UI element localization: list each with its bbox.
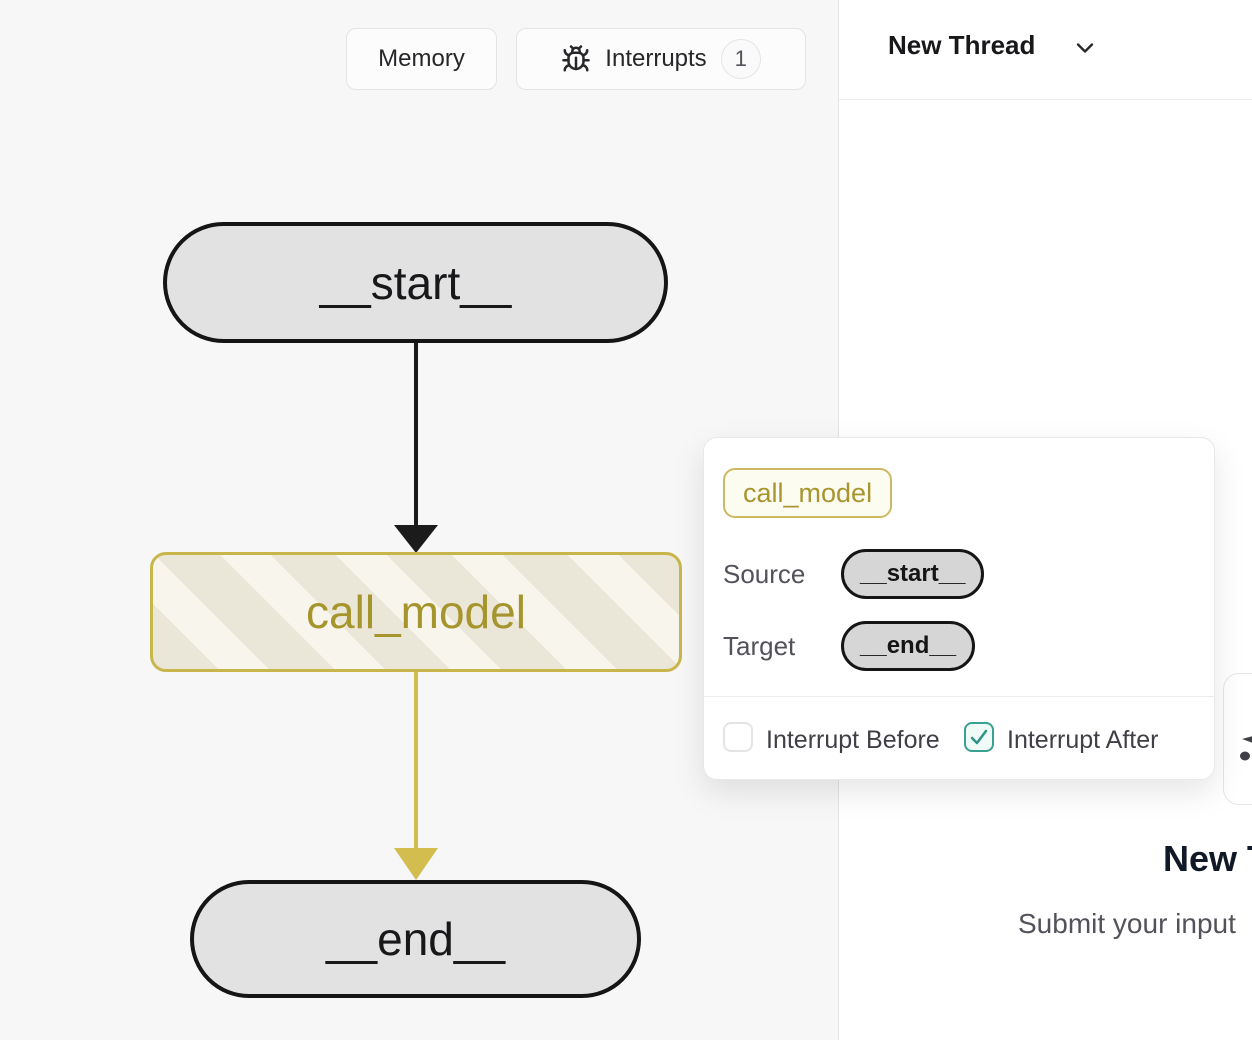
target-label: Target — [723, 631, 796, 661]
interrupt-before-checkbox[interactable] — [723, 722, 753, 752]
node-label: call_model — [306, 586, 526, 638]
chevron-down-icon[interactable] — [1071, 34, 1099, 67]
node-badge[interactable]: call_model — [723, 468, 893, 518]
graph-node-start[interactable]: __start__ — [163, 222, 668, 343]
source-node-pill[interactable]: __start__ — [841, 549, 985, 599]
graph-node-end[interactable]: __end__ — [190, 880, 641, 998]
bug-icon — [561, 44, 591, 74]
thread-intro-title: New Thread — [1163, 838, 1252, 879]
interrupts-button-label: Interrupts — [605, 45, 707, 72]
interrupts-count-badge: 1 — [720, 39, 761, 79]
interrupts-button[interactable]: Interrupts 1 — [516, 28, 806, 90]
fork-icon[interactable] — [1234, 730, 1252, 769]
edge-call-model-to-end — [394, 672, 438, 880]
node-detail-popover: call_model Source __start__ Target __end… — [703, 437, 1215, 780]
graph-canvas[interactable]: Memory Interrupts 1 __start__ — [0, 0, 839, 1040]
popover-divider — [704, 696, 1214, 697]
thread-input-card[interactable] — [1223, 673, 1252, 805]
node-label: __start__ — [319, 256, 512, 309]
interrupt-before-label[interactable]: Interrupt Before — [766, 726, 940, 754]
interrupt-after-checkbox[interactable] — [964, 722, 994, 752]
target-node-pill[interactable]: __end__ — [841, 621, 976, 671]
edge-start-to-call-model — [394, 343, 438, 553]
thread-intro-subtitle: Submit your input — [1018, 908, 1236, 939]
thread-panel-header: New Thread — [839, 0, 1252, 100]
interrupt-after-label[interactable]: Interrupt After — [1007, 726, 1159, 754]
memory-button-label: Memory — [378, 45, 465, 72]
memory-button[interactable]: Memory — [346, 28, 497, 90]
graph-node-call-model[interactable]: call_model — [150, 552, 682, 672]
node-label: __end__ — [325, 913, 506, 965]
source-label: Source — [723, 559, 806, 589]
thread-selector[interactable]: New Thread — [888, 30, 1036, 60]
